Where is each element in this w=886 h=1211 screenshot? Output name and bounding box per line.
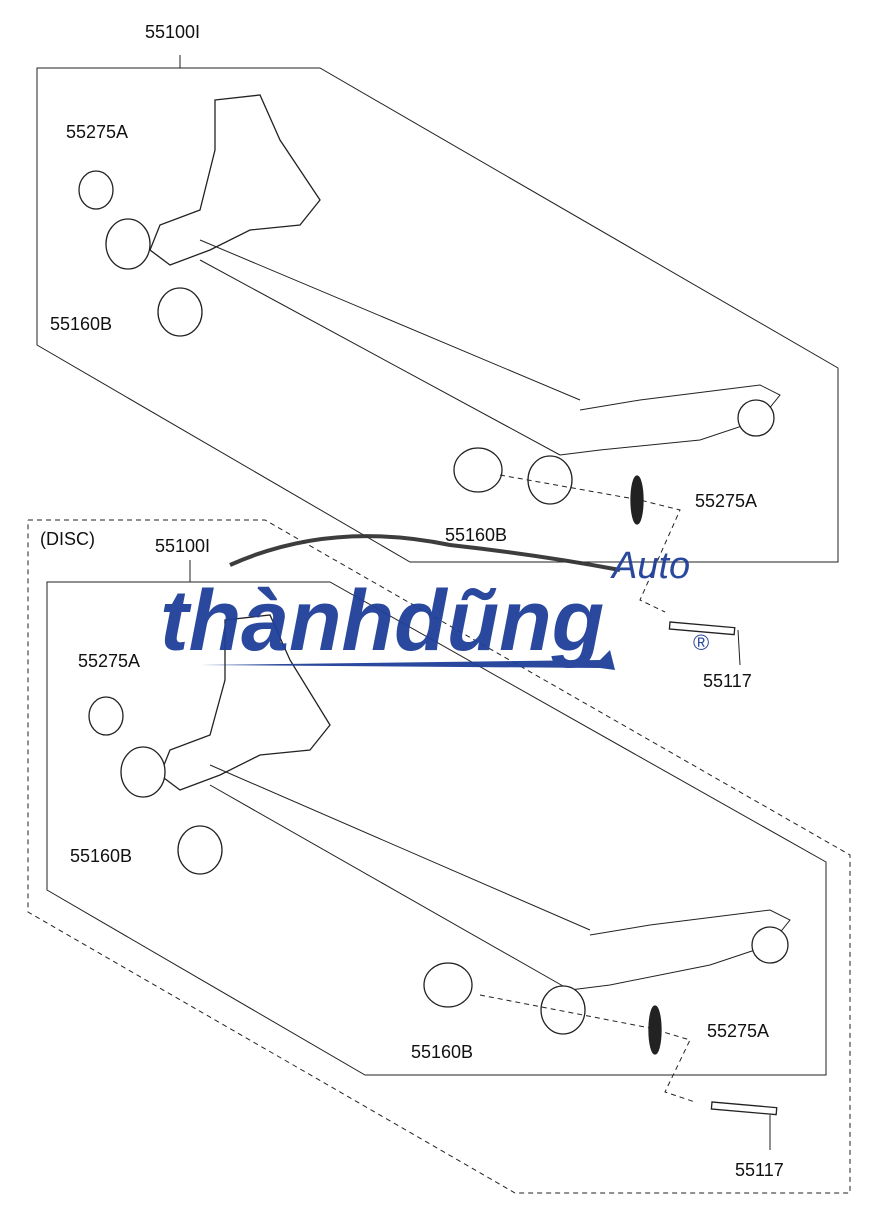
lower-left-bushing <box>177 825 223 875</box>
lower-right-cap-label: 55275A <box>707 1021 769 1041</box>
upper-bolt-label: 55117 <box>703 671 752 691</box>
upper-assembly-frame <box>36 55 839 563</box>
lower-bolt-label: 55117 <box>735 1160 784 1180</box>
lower-left-arm <box>159 614 331 791</box>
lower-bolt <box>710 1101 778 1116</box>
lower-left-cap <box>88 696 124 736</box>
logo-registered-mark: ® <box>693 630 709 655</box>
lower-beam <box>209 764 791 991</box>
lower-right-cap <box>648 1005 662 1055</box>
upper-right-knuckle <box>737 399 775 437</box>
lower-right-bushing-label: 55160B <box>411 1042 473 1062</box>
logo-brand: thànhdũng <box>160 573 604 669</box>
upper-right-bushing <box>453 447 503 493</box>
watermark-logo: thànhdũng Auto ® <box>160 534 709 670</box>
lower-left-bushing-sleeve <box>120 746 166 798</box>
upper-right-bushing-label: 55160B <box>445 525 507 545</box>
upper-left-arm <box>149 94 321 266</box>
upper-right-cap-label: 55275A <box>695 491 757 511</box>
disc-variant-frame <box>27 519 851 1194</box>
upper-bolt <box>668 621 736 636</box>
lower-left-cap-label: 55275A <box>78 651 140 671</box>
disc-variant-label: (DISC) <box>40 529 95 549</box>
lower-assembly-frame <box>46 560 827 1076</box>
logo-swoosh-top <box>229 534 621 572</box>
lower-bolt-leader <box>479 994 696 1103</box>
upper-left-bushing-sleeve <box>105 218 151 270</box>
upper-assembly: 55100I 55275A 55160B 55160B 55275A 55117 <box>36 22 839 691</box>
lower-right-knuckle <box>751 926 789 964</box>
upper-bolt-leader <box>499 474 681 613</box>
upper-right-bushing-sleeve <box>527 455 573 505</box>
upper-assembly-label: 55100I <box>145 22 200 42</box>
upper-left-bushing-label: 55160B <box>50 314 112 334</box>
upper-beam <box>199 239 781 456</box>
upper-left-cap <box>78 170 114 210</box>
lower-right-bushing <box>423 962 473 1008</box>
upper-left-bushing <box>157 287 203 337</box>
logo-swoosh-bottom <box>200 650 615 670</box>
lower-assembly-label: 55100I <box>155 536 210 556</box>
lower-assembly: (DISC) 55100I 55275A 55160B 55160B 55275… <box>27 519 851 1194</box>
upper-right-cap <box>630 475 644 525</box>
logo-suffix: Auto <box>610 545 690 587</box>
lower-left-bushing-label: 55160B <box>70 846 132 866</box>
lower-right-bushing-sleeve <box>540 985 586 1035</box>
upper-left-cap-label: 55275A <box>66 122 128 142</box>
